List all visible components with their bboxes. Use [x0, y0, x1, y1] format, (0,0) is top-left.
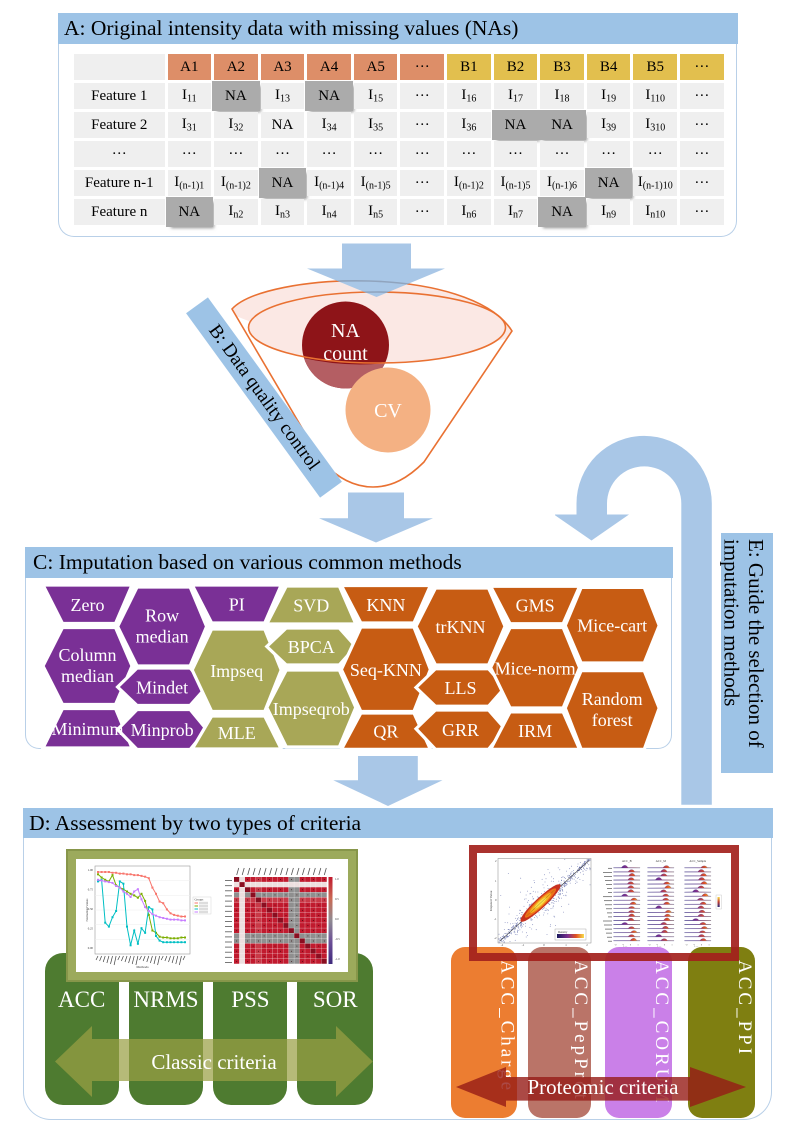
svg-text:Value: Value — [657, 946, 664, 948]
svg-text:1: 1 — [637, 944, 639, 947]
svg-text:1: 1 — [671, 944, 673, 947]
svg-text:KNN: KNN — [366, 595, 405, 615]
svg-text:median: median — [61, 666, 114, 686]
svg-text:0.25: 0.25 — [88, 927, 94, 931]
svg-text:ACC_M: ACC_M — [656, 859, 667, 863]
svg-text:QR: QR — [373, 722, 398, 742]
svg-text:-1.0: -1.0 — [335, 957, 340, 961]
svg-text:trKNN: trKNN — [435, 617, 485, 637]
svg-text:-2: -2 — [614, 944, 617, 947]
svg-text:-2: -2 — [648, 944, 651, 947]
svg-text:-1: -1 — [522, 943, 525, 947]
svg-text:0.75: 0.75 — [88, 888, 94, 892]
svg-text:-2: -2 — [501, 943, 504, 947]
svg-text:2: 2 — [586, 943, 588, 947]
svg-text:1.00: 1.00 — [88, 868, 94, 872]
svg-text:Classic criteria: Classic criteria — [151, 1050, 277, 1074]
svg-text:-2: -2 — [494, 936, 497, 940]
svg-text:0.50: 0.50 — [88, 907, 94, 911]
svg-text:1: 1 — [708, 944, 710, 947]
svg-text:-0.5: -0.5 — [335, 937, 340, 941]
svg-text:0.0: 0.0 — [335, 917, 339, 921]
svg-text:Minprob: Minprob — [130, 720, 193, 740]
svg-text:1: 1 — [565, 943, 567, 947]
svg-text:Seq-KNN: Seq-KNN — [349, 660, 421, 680]
svg-text:NA: NA — [331, 320, 360, 342]
svg-text:Density: Density — [558, 930, 568, 934]
svg-text:-1: -1 — [693, 944, 696, 947]
svg-text:GRR: GRR — [441, 720, 478, 740]
svg-text:Row: Row — [145, 606, 179, 626]
svg-text:Value: Value — [623, 946, 630, 948]
svg-text:-2: -2 — [685, 944, 688, 947]
svg-text:Value: Value — [694, 946, 701, 948]
svg-text:0: 0 — [664, 944, 666, 947]
svg-text:ACC_Sample: ACC_Sample — [689, 859, 706, 863]
svg-text:IRM: IRM — [518, 721, 552, 741]
svg-text:0: 0 — [630, 944, 632, 947]
svg-text:Random: Random — [581, 689, 642, 709]
svg-text:0.5: 0.5 — [335, 897, 339, 901]
svg-text:0: 0 — [701, 944, 703, 947]
svg-text:-1: -1 — [494, 917, 497, 921]
svg-text:Column: Column — [58, 645, 116, 665]
svg-text:count: count — [323, 343, 368, 365]
svg-text:Mindet: Mindet — [136, 677, 188, 697]
svg-text:Minimum: Minimum — [51, 719, 123, 739]
svg-text:1.0: 1.0 — [335, 877, 339, 881]
svg-text:CV: CV — [374, 400, 402, 422]
svg-text:Impseq: Impseq — [210, 661, 263, 681]
svg-text:SVD: SVD — [293, 596, 329, 616]
svg-text:Original Value: Original Value — [534, 947, 555, 948]
svg-text:Imputed Value: Imputed Value — [489, 890, 493, 911]
svg-text:PI: PI — [228, 595, 244, 615]
svg-text:MLE: MLE — [217, 723, 255, 743]
svg-text:GMS: GMS — [515, 596, 554, 616]
svg-text:-1: -1 — [656, 944, 659, 947]
svg-text:LLS: LLS — [444, 678, 476, 698]
svg-text:Normalized Values: Normalized Values — [85, 898, 89, 922]
svg-text:0: 0 — [495, 898, 497, 902]
svg-text:-1: -1 — [622, 944, 625, 947]
svg-text:Zero: Zero — [70, 595, 104, 615]
svg-text:Methods: Methods — [136, 965, 149, 969]
svg-text:2: 2 — [495, 859, 497, 863]
svg-text:forest: forest — [591, 710, 632, 730]
svg-text:Proteomic criteria: Proteomic criteria — [527, 1075, 679, 1099]
svg-text:Mice-cart: Mice-cart — [577, 616, 647, 636]
svg-text:1: 1 — [495, 879, 497, 883]
svg-text:0: 0 — [543, 943, 545, 947]
svg-text:Mice-norm: Mice-norm — [494, 658, 575, 678]
svg-text:Impseqrob: Impseqrob — [272, 699, 349, 719]
svg-text:0.00: 0.00 — [88, 946, 94, 950]
svg-text:median: median — [135, 627, 188, 647]
svg-text:BPCA: BPCA — [287, 637, 334, 657]
svg-text:Groups: Groups — [195, 898, 205, 902]
svg-text:ACC_B: ACC_B — [622, 859, 632, 863]
